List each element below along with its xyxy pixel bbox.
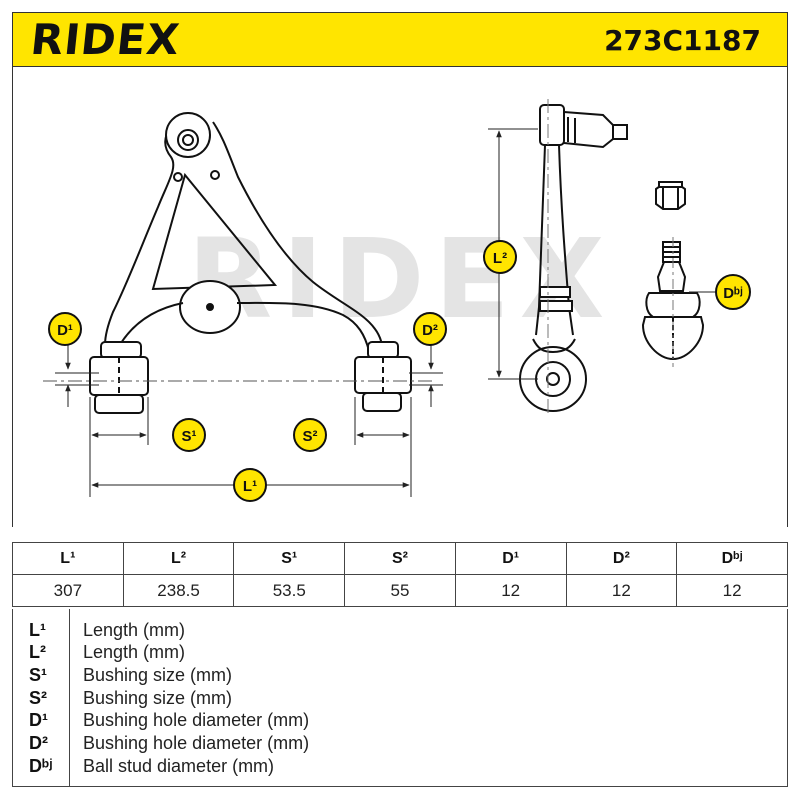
right-bushing [354,341,412,412]
legend-symbol: D¹ [29,710,48,730]
s2-dimension [354,397,412,497]
header-s2: S² [344,542,456,575]
badge-s2: S² [293,418,327,452]
svg-text:D²: D² [422,322,438,339]
svg-text:D¹: D¹ [57,322,73,339]
badge-d2: D² [413,312,447,346]
ball-joint-part [641,241,705,361]
value-dbj: 12 [676,574,788,607]
spec-table-header-row: L¹ L² S¹ S² D¹ D² Dᵇʲ [12,542,788,575]
legend: L¹ Length (mm) L² Length (mm) S¹ Bushing… [12,609,788,787]
legend-item: S² Bushing size (mm) [13,687,787,709]
header-l2: L² [122,542,235,575]
part-number: 273C1187 [604,24,761,57]
legend-description: Bushing size (mm) [83,688,233,708]
brand-logo: RIDEX [28,15,183,64]
technical-drawing: RIDEX [12,67,788,527]
legend-item: S¹ Bushing size (mm) [13,664,787,686]
spec-table-value-row: 307 238.5 53.5 55 12 12 12 [12,574,788,607]
badge-d1: D¹ [48,312,82,346]
d2-dimension [409,339,443,407]
control-arm-top-view [104,112,384,356]
legend-symbol: S² [29,688,47,708]
value-l2: 238.5 [122,574,235,607]
value-d1: 12 [454,574,567,607]
svg-text:L¹: L¹ [243,478,257,495]
badge-l1: L¹ [233,468,267,502]
legend-description: Bushing size (mm) [83,665,233,685]
spec-table: L¹ L² S¹ S² D¹ D² Dᵇʲ 307 238.5 53.5 55 … [12,542,788,607]
badge-l2: L² [483,240,517,274]
badge-s1: S¹ [172,418,206,452]
header-l1: L¹ [12,542,124,575]
badge-dbj: Dᵇʲ [715,274,751,310]
legend-symbol: L² [29,642,46,662]
legend-item: Dᵇʲ Ball stud diameter (mm) [13,755,787,777]
legend-symbol: L¹ [29,620,46,640]
legend-item: D¹ Bushing hole diameter (mm) [13,709,787,731]
control-arm-drawing: RIDEX [43,99,751,502]
legend-symbol: S¹ [29,665,47,685]
svg-text:L²: L² [493,250,507,267]
nut-part [655,181,686,210]
svg-text:Dᵇʲ: Dᵇʲ [723,285,743,302]
svg-text:S²: S² [303,428,318,445]
legend-item: L¹ Length (mm) [13,619,787,641]
legend-description: Length (mm) [83,620,186,640]
value-s1: 53.5 [233,574,346,607]
legend-description: Length (mm) [83,642,186,662]
control-arm-side-view [519,104,628,412]
header-dbj: Dᵇʲ [676,542,788,575]
value-d2: 12 [565,574,678,607]
legend-description: Ball stud diameter (mm) [83,756,275,776]
value-l1: 307 [12,574,124,607]
header-s1: S¹ [233,542,346,575]
legend-description: Bushing hole diameter (mm) [83,733,310,753]
legend-symbol: Dᵇʲ [29,756,53,776]
header-bar: RIDEX 273C1187 [12,12,788,67]
legend-symbol: D² [29,733,48,753]
svg-text:S¹: S¹ [182,428,197,445]
legend-description: Bushing hole diameter (mm) [83,710,310,730]
legend-divider [69,609,70,786]
s1-dimension [89,397,149,497]
left-bushing [89,341,149,414]
legend-item: L² Length (mm) [13,641,787,663]
legend-item: D² Bushing hole diameter (mm) [13,732,787,754]
watermark: RIDEX [188,215,615,343]
header-d1: D¹ [454,542,567,575]
value-s2: 55 [344,574,456,607]
header-d2: D² [565,542,678,575]
